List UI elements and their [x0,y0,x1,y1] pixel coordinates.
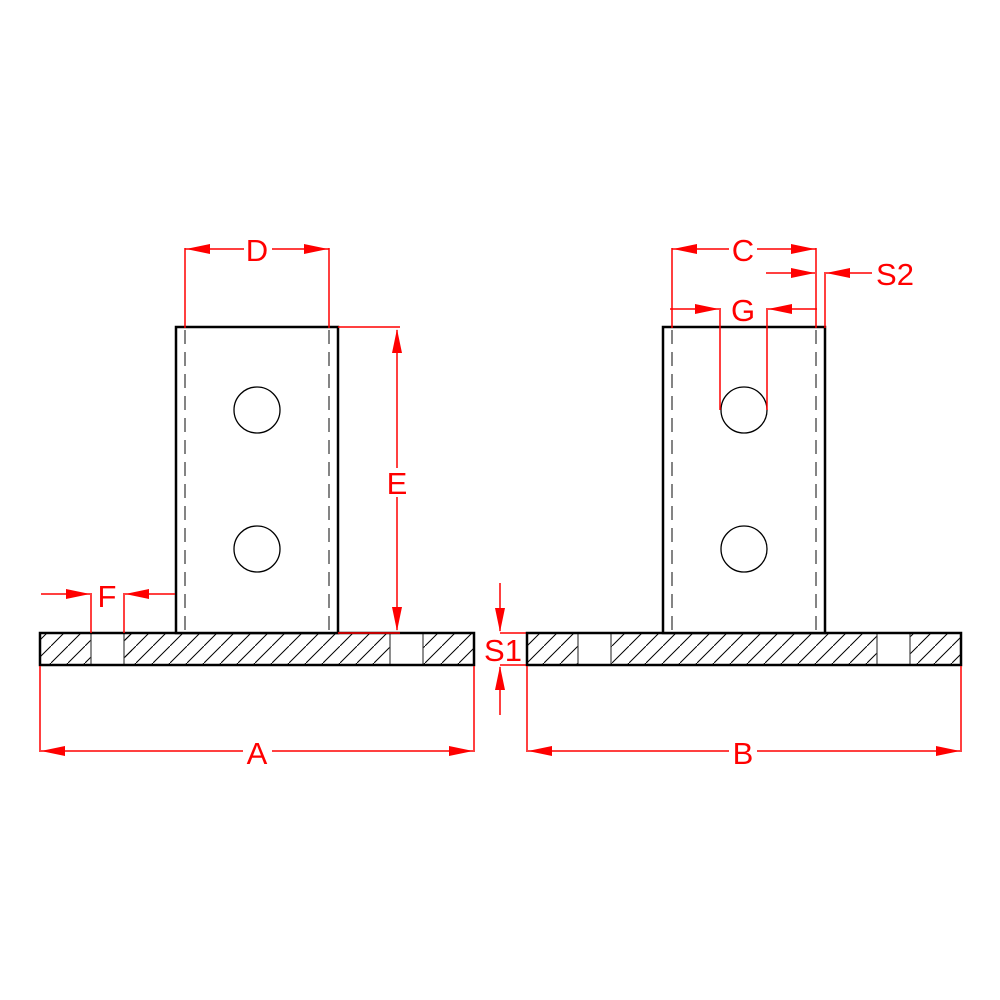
dimension-E: E [338,326,408,634]
side-slot-right [876,632,911,666]
side-base-plate [525,631,963,667]
front-slot-right [389,632,424,666]
dimension-G: G [670,293,817,410]
front-slot-left [90,632,125,666]
bolt-hole-upper [720,386,768,434]
label-S2: S2 [876,257,914,292]
label-F: F [98,579,117,614]
dimension-F: F [41,579,175,633]
bolt-hole-upper [233,386,281,434]
label-S1: S1 [484,633,522,668]
dimension-B: B [526,666,962,771]
dimension-C: C [671,233,817,328]
bolt-hole-lower [720,525,768,573]
side-view: C G S2 B [525,233,963,771]
label-B: B [733,736,754,771]
label-D: D [246,233,268,268]
dimension-D: D [184,233,330,328]
front-view: D E F A [38,233,476,771]
side-slot-left [577,632,612,666]
label-A: A [247,736,268,771]
dimension-A: A [39,666,475,771]
front-base-plate [38,631,476,667]
dimension-S1: S1 [484,583,527,715]
side-upright [661,325,827,635]
front-upright [174,325,340,635]
dimension-S2: S2 [766,257,914,328]
label-E: E [387,466,408,501]
bolt-hole-lower [233,525,281,573]
label-C: C [732,233,754,268]
label-G: G [731,293,755,328]
